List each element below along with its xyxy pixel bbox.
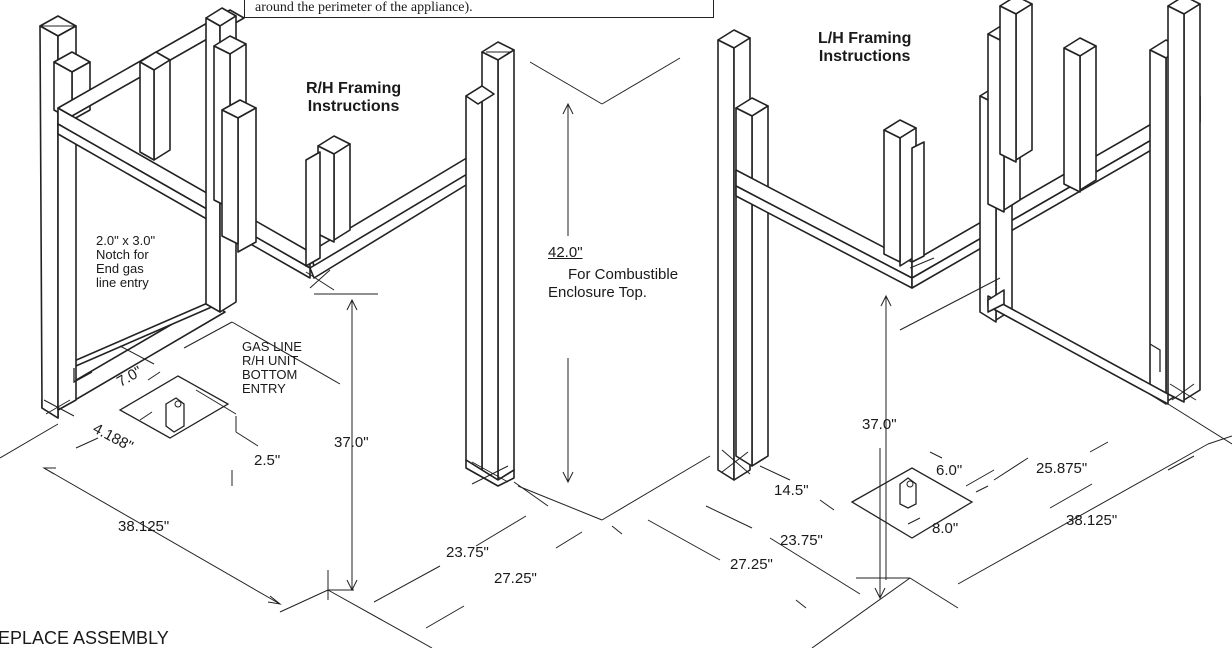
notch-line-3: End gas bbox=[96, 261, 144, 276]
gas-line-3: BOTTOM bbox=[242, 367, 298, 382]
dim-37-right-label: 37.0" bbox=[862, 416, 897, 433]
gas-line-2: R/H UNIT bbox=[242, 353, 299, 368]
dim-42-label: 42.0" bbox=[548, 244, 583, 261]
notch-line-1: 2.0" x 3.0" bbox=[96, 233, 156, 248]
lh-title-line-1: L/H Framing bbox=[818, 30, 912, 47]
lh-framing-title: L/H Framing Instructions bbox=[818, 30, 911, 66]
notch-label: 2.0" x 3.0" Notch for End gas line entry bbox=[96, 234, 155, 290]
dim-2375-left-label: 23.75" bbox=[446, 544, 489, 561]
dim-38-left-label: 38.125" bbox=[118, 518, 170, 535]
lh-dimensions bbox=[705, 277, 1232, 648]
dim-2725-right-label: 27.25" bbox=[730, 556, 773, 573]
dim-6-label: 6.0" bbox=[936, 462, 963, 479]
notch-line-2: Notch for bbox=[96, 247, 149, 262]
clearance-dimension bbox=[517, 57, 721, 561]
lh-gas-entry-plate bbox=[850, 467, 974, 539]
dim-25875-label: 25.875" bbox=[1036, 460, 1088, 477]
perimeter-note: around the perimeter of the appliance). bbox=[244, 0, 714, 18]
rh-gas-entry-plate bbox=[118, 375, 230, 439]
dim-25-label: 2.5" bbox=[254, 452, 281, 469]
combustible-label-1: For Combustible bbox=[568, 266, 679, 283]
rh-title-line-2: Instructions bbox=[307, 98, 400, 115]
gas-line-4: ENTRY bbox=[242, 381, 286, 396]
rh-dimensions bbox=[0, 293, 583, 648]
dim-38-right-label: 38.125" bbox=[1066, 512, 1118, 529]
notch-line-4: line entry bbox=[96, 275, 149, 290]
rh-framing-title: R/H Framing Instructions bbox=[306, 80, 401, 116]
dim-145-label: 14.5" bbox=[774, 482, 809, 499]
rh-frame bbox=[39, 7, 515, 487]
dim-37-left-label: 37.0" bbox=[334, 434, 369, 451]
lh-frame bbox=[717, 0, 1201, 481]
dim-8-label: 8.0" bbox=[932, 520, 959, 537]
lh-title-line-2: Instructions bbox=[818, 48, 911, 65]
dim-2725-left-label: 27.25" bbox=[494, 570, 537, 587]
dim-2375-right-label: 23.75" bbox=[780, 532, 823, 549]
rh-post-left bbox=[39, 25, 59, 419]
gas-line-label: GAS LINE R/H UNIT BOTTOM ENTRY bbox=[242, 340, 302, 396]
gas-line-1: GAS LINE bbox=[242, 339, 302, 354]
assembly-heading: EPLACE ASSEMBLY bbox=[0, 628, 169, 648]
combustible-label-2: Enclosure Top. bbox=[548, 284, 647, 301]
rh-title-line-1: R/H Framing bbox=[306, 80, 402, 97]
